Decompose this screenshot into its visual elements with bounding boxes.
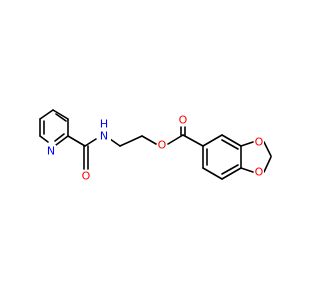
- atom-labels: N O H N O O O O: [46, 114, 264, 183]
- pyridine-nitrogen-label: N: [47, 145, 55, 158]
- bond: [240, 167, 254, 173]
- bond: [39, 135, 49, 143]
- bond: [52, 109, 69, 120]
- bond: [240, 141, 254, 147]
- carbonyl-oxygen-label: O: [179, 114, 188, 127]
- bond: [109, 138, 121, 147]
- bond: [221, 134, 242, 147]
- bond: [55, 135, 69, 146]
- bond: [221, 139, 239, 150]
- bond: [54, 133, 65, 142]
- carbonyl-oxygen-atom: O: [178, 114, 188, 127]
- bond: [55, 113, 67, 122]
- pyridine-nitrogen-atom: N: [46, 145, 56, 158]
- amide-oxygen-label: O: [82, 170, 91, 183]
- bond: [141, 135, 157, 145]
- bond: [119, 135, 143, 147]
- dioxole-top-oxygen-label: O: [255, 136, 264, 149]
- bond: [39, 109, 54, 120]
- bond: [221, 167, 242, 180]
- bond: [167, 134, 184, 145]
- bond: [263, 141, 272, 157]
- dioxole-top-oxygen-atom: O: [254, 136, 264, 149]
- bond: [202, 134, 223, 147]
- molecule-structure: N O H N O O O O: [39, 109, 272, 183]
- amide-nitrogen-label: N: [100, 130, 108, 143]
- amide-hydrogen-label: H: [100, 118, 108, 131]
- bond: [263, 156, 272, 173]
- bond: [202, 167, 223, 180]
- dioxole-bottom-oxygen-atom: O: [254, 166, 264, 179]
- ester-oxygen-atom: O: [157, 139, 167, 152]
- amide-oxygen-atom: O: [81, 170, 91, 183]
- ester-oxygen-label: O: [158, 139, 167, 152]
- dioxole-bottom-oxygen-label: O: [255, 166, 264, 179]
- bond: [67, 135, 86, 147]
- bond: [221, 164, 239, 175]
- bond: [84, 138, 97, 147]
- bond: [182, 134, 204, 147]
- bond-lines: [39, 109, 272, 180]
- amide-nitrogen-atom: H N: [97, 118, 111, 144]
